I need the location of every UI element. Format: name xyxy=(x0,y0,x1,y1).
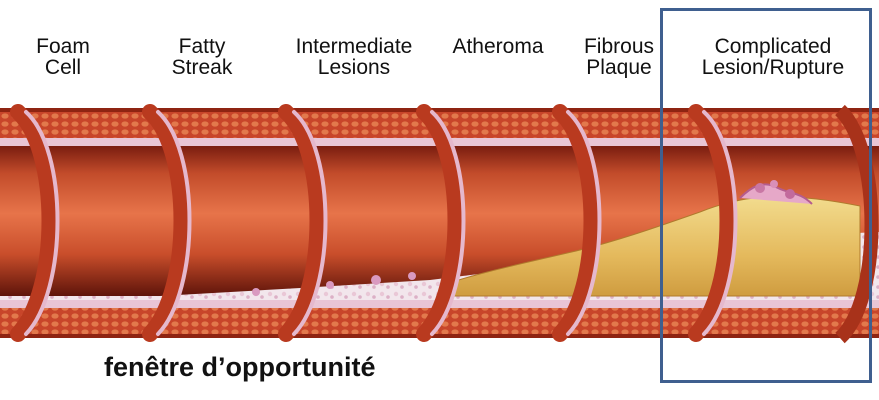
stage-label-intermediate-lesions: Intermediate Lesions xyxy=(282,36,426,78)
stage-label-foam-cell: Foam Cell xyxy=(20,36,106,78)
stage-label-fatty-streak: Fatty Streak xyxy=(160,36,244,78)
caption: fenêtre d’opportunité xyxy=(104,352,376,383)
stage-label-atheroma: Atheroma xyxy=(441,36,555,57)
stage-label-fibrous-plaque: Fibrous Plaque xyxy=(570,36,668,78)
highlight-box xyxy=(660,8,872,383)
